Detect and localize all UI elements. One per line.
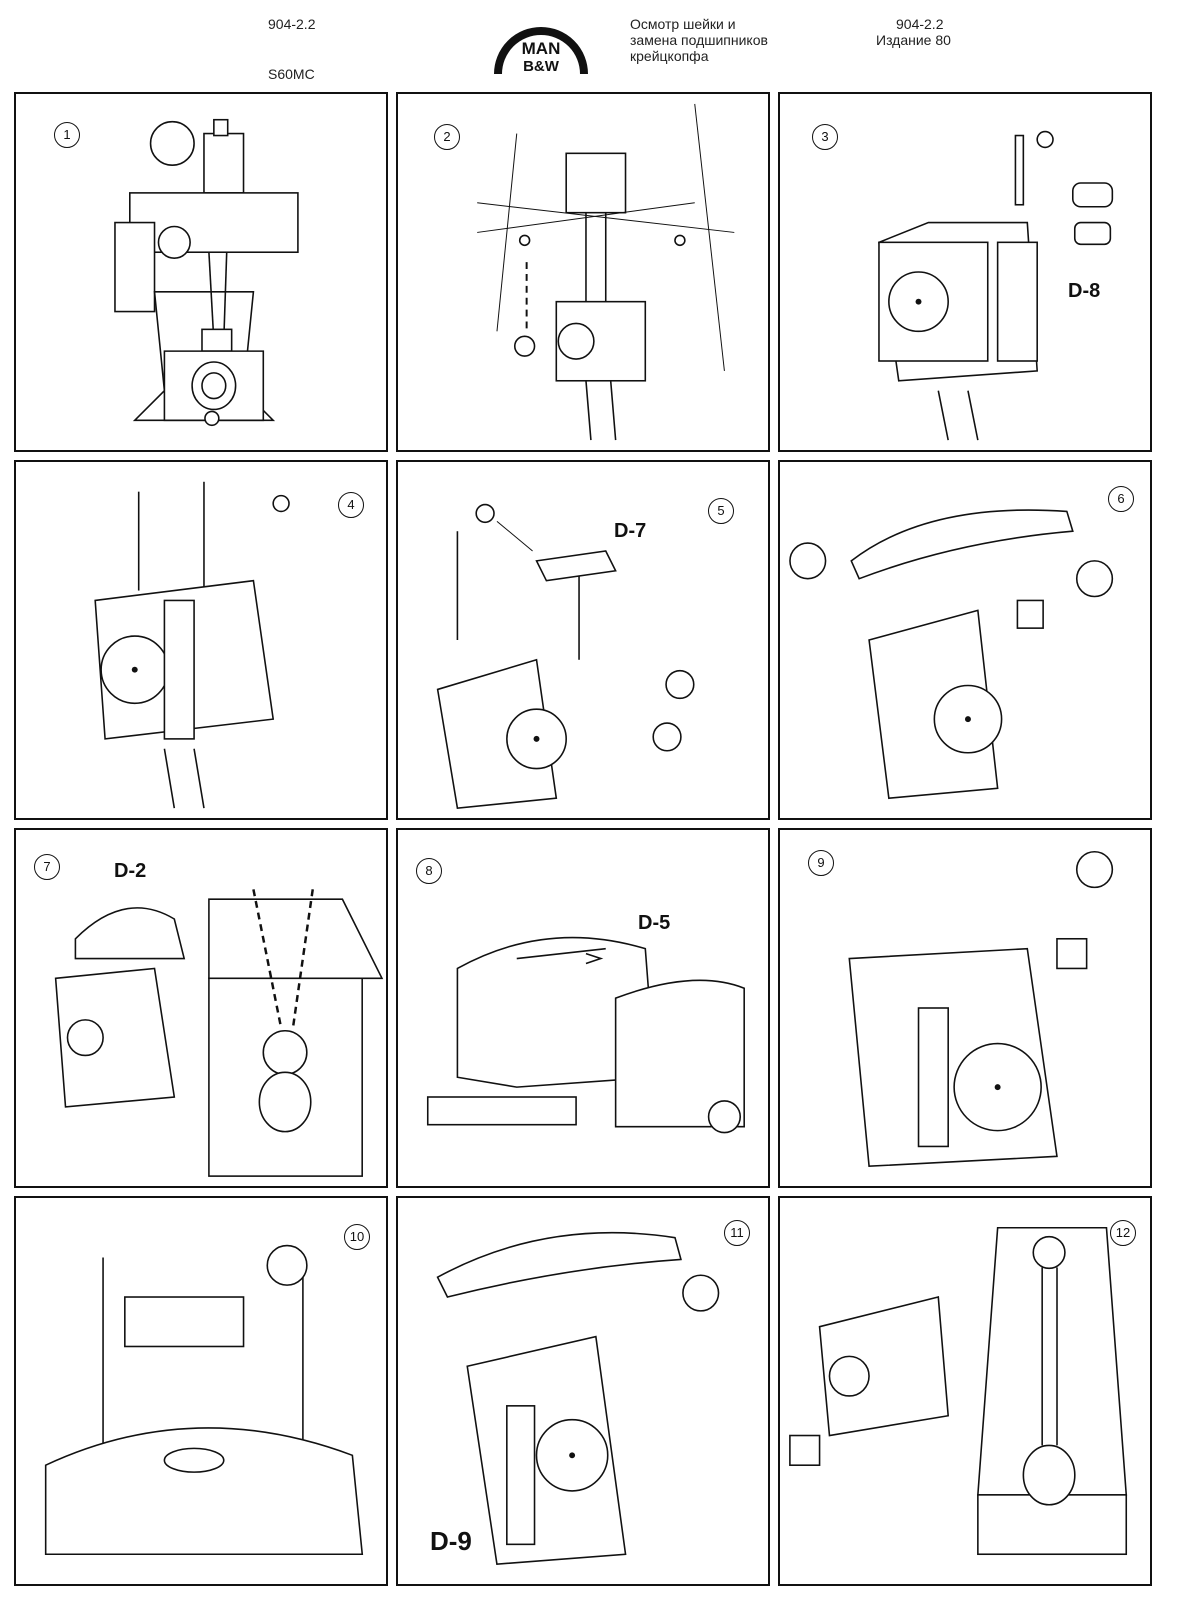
lifting-beam-illustration [789,509,1114,800]
step-panel-9: 9 [778,828,1152,1188]
logo-bottom-text: B&W [523,58,560,75]
rotate-arrow-icon [1036,130,1054,149]
step-number: 10 [344,1224,370,1250]
engine-model: S60MC [268,66,315,82]
step-panel-2: 2 [396,92,770,452]
step-panel-5: 5 D-7 [396,460,770,820]
step-number: 9 [808,850,834,876]
logo-top-text: MAN [522,39,561,58]
doc-title-line-1: Осмотр шейки и [630,16,736,32]
step-panel-8: 8 D-5 [396,828,770,1188]
step-panel-3: 3 D-8 [778,92,1152,452]
direction-arrow-icon [789,542,827,580]
doc-title-line-2: замена подшипников [630,32,768,48]
doc-code-right: 904-2.2 [896,16,944,32]
step-number: 12 [1110,1220,1136,1246]
doc-code-left: 904-2.2 [268,16,316,32]
bearing-cap-bolts-illustration [878,130,1114,441]
step-number: 2 [434,124,460,150]
step-panel-11: 11 D-9 [396,1196,770,1586]
step-number: 5 [708,498,734,524]
tool-label: D-2 [114,860,147,882]
crosshead-reassembly-illustration [436,1231,720,1565]
doc-title: Осмотр шейки и замена подшипников крейцк… [630,16,768,64]
lower-shell-install-illustration [848,850,1114,1168]
step-panel-7: 7 D-2 [14,828,388,1188]
step-panel-10: 10 [14,1196,388,1586]
edition: Издание 80 [876,32,951,48]
engine-cross-section-illustration [114,118,299,427]
step-number: 11 [724,1220,750,1246]
step-number: 3 [812,124,838,150]
inspect-eye-icon [266,1244,308,1286]
step-number: 8 [416,858,442,884]
crosshead-lifting-illustration [477,103,735,441]
tool-label: D-7 [614,520,647,542]
doc-title-line-3: крейцкопфа [630,48,709,64]
step-number: 7 [34,854,60,880]
step-panel-1: 1 [14,92,388,452]
final-assembly-illustration [789,1226,1128,1556]
step-number: 1 [54,122,80,148]
bearing-shell-removal-illustration [54,889,384,1177]
step-number: 4 [338,492,364,518]
step-panel-12: 12 [778,1196,1152,1586]
journal-inspection-illustration [44,1244,364,1556]
tool-label: D-9 [430,1526,472,1556]
remove-cap-illustration [94,481,290,809]
step-panel-6: 6 [778,460,1152,820]
tool-label: D-8 [1068,280,1101,302]
tool-label: D-5 [638,912,671,934]
step-number: 6 [1108,486,1134,512]
tool-d7-fitting-illustration [436,503,695,809]
step-panel-4: 4 [14,460,388,820]
shell-rolling-out-illustration [426,936,745,1134]
man-bw-logo: MAN B&W [494,27,588,75]
